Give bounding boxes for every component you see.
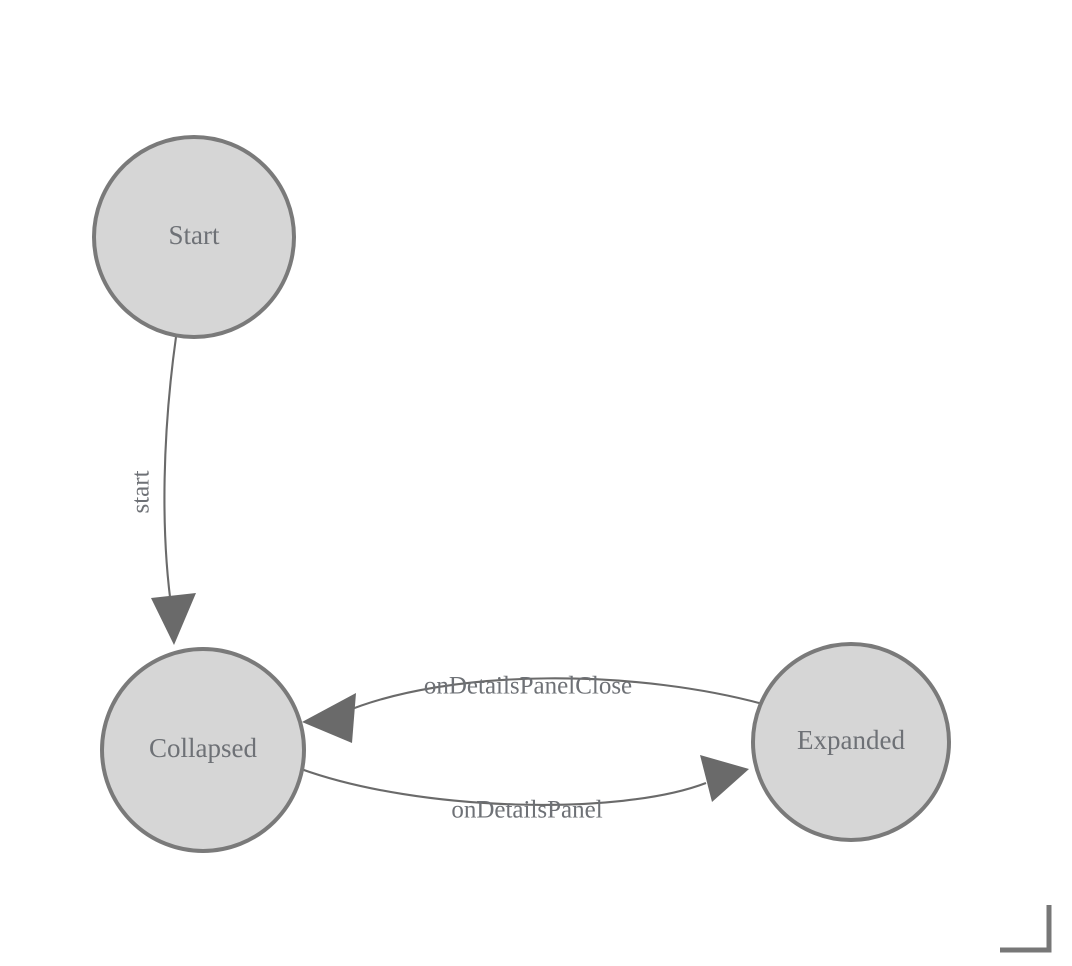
- edge-line-expanded-to-collapsed: [341, 677, 771, 714]
- node-expanded[interactable]: Expanded: [751, 642, 951, 842]
- node-label-start: Start: [169, 220, 220, 250]
- node-shape-collapsed[interactable]: [100, 647, 306, 853]
- node-label-expanded: Expanded: [797, 725, 905, 755]
- edge-label-group-start: start: [128, 470, 155, 513]
- edge-label-on-details-panel-close: onDetailsPanelClose: [424, 673, 632, 700]
- edge-line-start-to-collapsed: [163, 336, 178, 613]
- arrowhead-icon-start-to-collapsed: [151, 593, 196, 645]
- arrowhead-icon-collapsed-to-expanded: [700, 755, 749, 802]
- edge-line-collapsed-to-expanded: [300, 768, 707, 806]
- edge-expanded-to-collapsed[interactable]: onDetailsPanelClose: [302, 673, 771, 743]
- node-shape-start[interactable]: [92, 135, 296, 339]
- resize-corner-bracket-icon[interactable]: [1000, 905, 1052, 953]
- edge-label-on-details-panel: onDetailsPanel: [451, 797, 602, 824]
- edge-label-start: start: [128, 470, 155, 513]
- node-start[interactable]: Start: [92, 135, 296, 339]
- node-collapsed[interactable]: Collapsed: [100, 647, 306, 853]
- arrowhead-icon-expanded-to-collapsed: [302, 693, 356, 743]
- edge-start-to-collapsed[interactable]: start: [128, 336, 196, 645]
- node-label-collapsed: Collapsed: [149, 733, 257, 763]
- node-shape-expanded[interactable]: [751, 642, 951, 842]
- edge-collapsed-to-expanded[interactable]: onDetailsPanel: [300, 755, 749, 824]
